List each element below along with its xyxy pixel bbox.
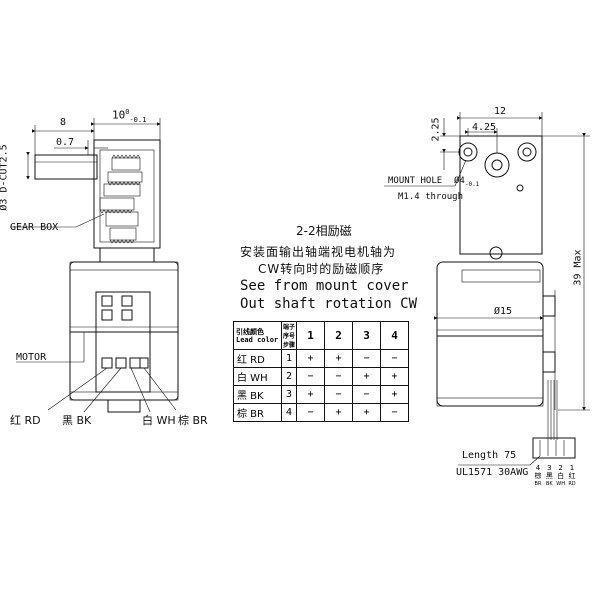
cell: − [296,367,325,386]
pin-number: 2 [558,464,563,472]
row-name: 红 RD [233,349,282,368]
row-pin: 3 [281,385,297,404]
excitation-title: 2-2相励磁 [296,224,352,238]
pin-number: 1 [569,464,575,472]
label-mount-thread: M1.4 through [398,192,464,202]
connector-pin-1: 1 红 RD [567,464,577,488]
row-pin: 2 [281,367,297,386]
header-lead-color: 引线颜色 Lead color [233,321,282,350]
cell: − [296,403,325,422]
pin-code: BR [534,481,542,487]
dim-8: 8 [60,117,67,128]
header-step-1: 1 [296,321,325,350]
dim-10-value: 10 [112,108,126,122]
dim-mount-hole: Ø4-0.1 [454,176,479,188]
motor-body [69,261,179,401]
label-mount-hole: MOUNT HOLE [388,176,443,186]
cell: + [352,367,381,386]
description-cn-line1: 安装面输出轴端视电机轴为 [240,245,397,259]
table-row: 棕 BR 4 − + + − [233,403,409,422]
row-pin: 4 [281,403,297,422]
pin-code: RD [568,481,576,487]
cell: − [380,349,409,368]
cell: + [296,349,325,368]
row-name: 棕 BR [233,403,282,422]
right-front-view [384,112,590,466]
label-gear-box: GEAR BOX [10,222,59,233]
left-side-view [10,118,179,413]
table-header-row: 引线颜色 Lead color 端子序号 步骤 1 2 3 4 [233,321,409,350]
pin-label-br: 棕 BR [178,414,208,427]
connector-pin-2: 2 白 WH [556,464,566,488]
pin-color: 白 [557,472,565,480]
mount-hole-left [458,142,478,162]
table-row: 白 WH 2 − − + + [233,367,409,386]
pin-color: 棕 [534,472,542,480]
pin-color: 红 [568,472,576,480]
pin-number: 3 [547,464,552,472]
cell: + [380,385,409,404]
header-pin-number: 端子序号 [282,324,295,340]
header-step-3: 3 [352,321,381,350]
gear-train [99,154,143,244]
cell: − [380,403,409,422]
dim-10-tol-upper: 0 [125,108,130,116]
row-pin: 1 [281,349,297,368]
description-en-line2: Out shaft rotation CW [240,296,418,312]
dim-0-7: 0.7 [56,137,75,148]
output-shaft-hole [484,152,510,178]
excitation-sequence-table: 引线颜色 Lead color 端子序号 步骤 1 2 3 4 红 RD 1 +… [233,321,409,422]
pin-color: 黑 [545,472,553,480]
mount-plate [459,135,543,255]
row-name: 黑 BK [233,385,282,404]
connector-pin-4: 4 棕 BR [533,464,543,488]
dim-39-max: 39 Max [572,249,584,286]
description-en-line1: See from mount cover [240,278,409,294]
label-length: Length 75 [462,450,517,461]
dim-10: 100-0.1 [112,108,146,124]
table-row: 红 RD 1 + + − − [233,349,409,368]
mount-hole-right [517,142,537,162]
mount-hole-tolerance: -0.1 [464,180,480,188]
description-cn-line2: CW转向时的励磁顺序 [258,262,385,276]
dim-diameter-15: Ø15 [494,306,513,317]
wire-connector [532,437,576,459]
dim-12: 12 [494,106,507,117]
cell: − [324,385,353,404]
dim-shaft-dcut: Ø3 D-CUT2.5 [0,144,10,211]
cell: − [324,367,353,386]
connector-pin-labels: 4 棕 BR 3 黑 BK 2 白 WH 1 红 RD [533,464,577,488]
cell: + [324,403,353,422]
pin-label-bk: 黑 BK [62,414,92,427]
header-step-2: 2 [324,321,353,350]
cell: + [324,349,353,368]
pin-number: 4 [535,464,541,472]
header-step: 步骤 [282,342,295,349]
label-motor: MOTOR [16,352,47,363]
dim-10-tol-lower: -0.1 [129,115,147,124]
pin-label-rd: 红 RD [10,414,41,427]
table-row: 黑 BK 3 + − − + [233,385,409,404]
header-pin-step: 端子序号 步骤 [281,321,297,350]
dim-2-25: 2.25 [430,117,442,142]
dim-4-25: 4.25 [472,122,497,133]
row-name: 白 WH [233,367,282,386]
cell: − [352,349,381,368]
header-step-4: 4 [380,321,409,350]
connector-pin-3: 3 黑 BK [544,464,554,488]
motor-can [436,261,544,407]
pin-code: WH [556,481,566,487]
output-shaft [34,154,98,180]
mount-hole-diameter: Ø4 [454,176,465,186]
label-wire-spec: UL1571 30AWG [456,467,529,478]
cell: − [352,385,381,404]
pin-code: BK [545,481,553,487]
cell: + [380,367,409,386]
pin-label-wh: 白 WH [142,414,176,427]
cell: + [296,385,325,404]
cell: + [352,403,381,422]
terminal-plate [95,291,151,393]
